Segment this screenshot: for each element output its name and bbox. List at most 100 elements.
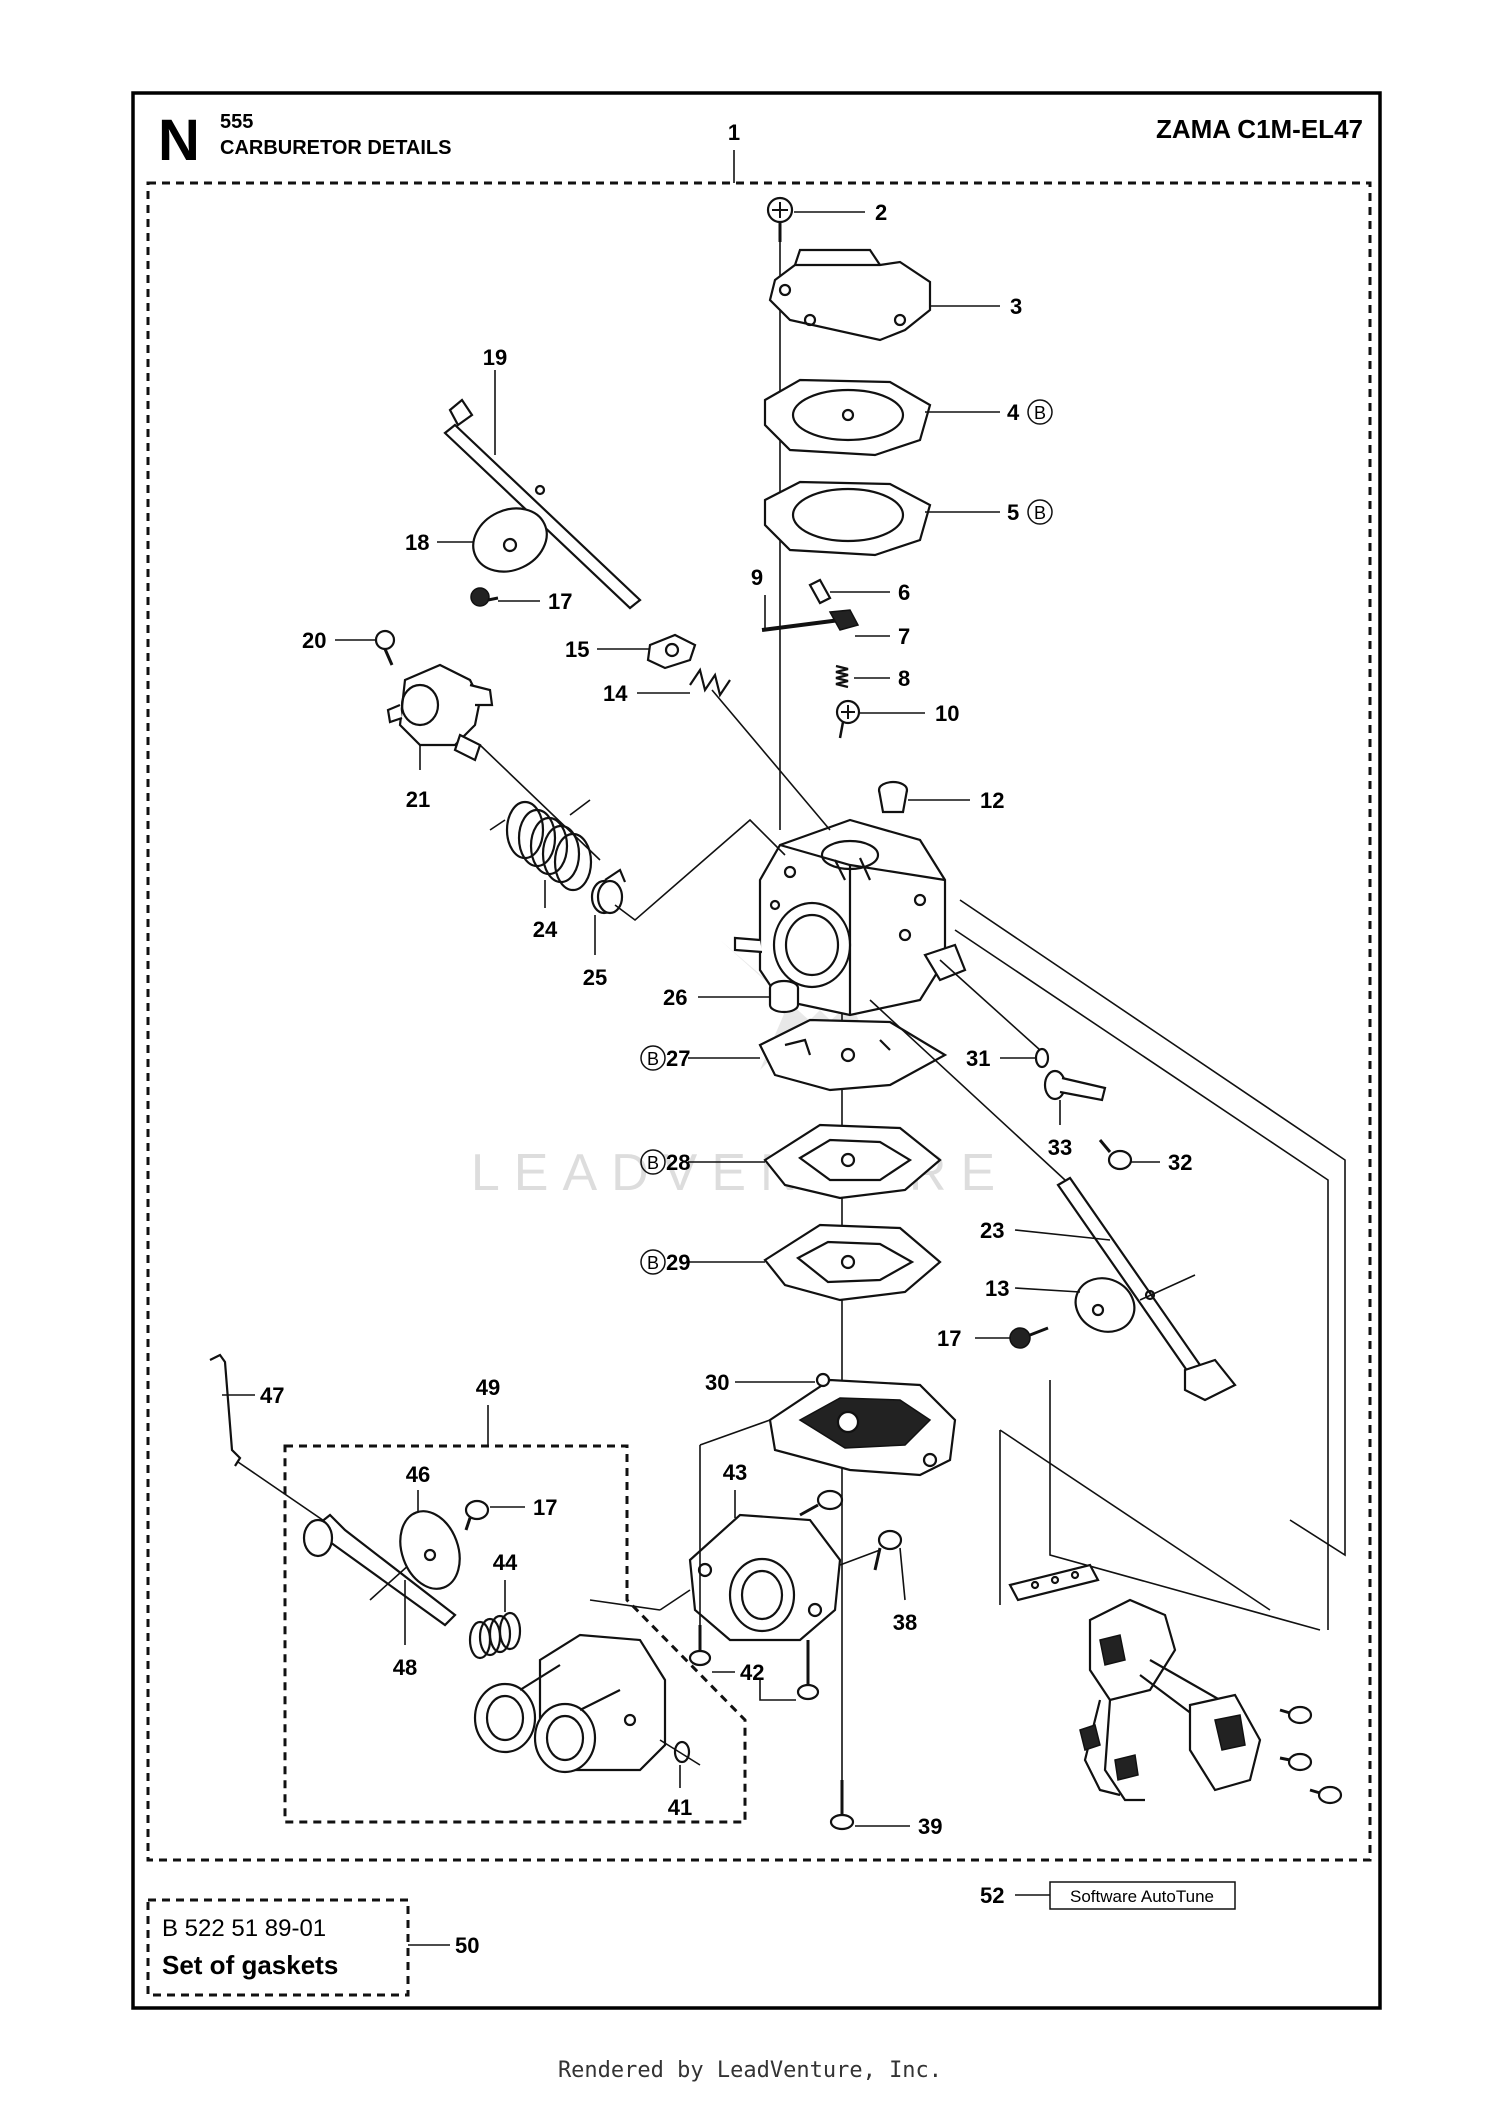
carburetor-body: [733, 818, 967, 1017]
screw-38: [873, 1529, 903, 1571]
wiring-harness: [999, 1429, 1343, 1805]
callout-29: 29: [666, 1250, 690, 1275]
subassembly-49-boundary: [283, 1444, 747, 1824]
callout-30: 30: [705, 1370, 729, 1395]
callout-24: 24: [533, 917, 558, 942]
callout-33: 33: [1048, 1135, 1072, 1160]
screw-10: [835, 699, 861, 739]
link-rod-47: [209, 1353, 242, 1467]
callout-25: 25: [583, 965, 607, 990]
callout-7: 7: [898, 624, 910, 649]
spring-44: [468, 1611, 522, 1660]
callout-48: 48: [393, 1655, 417, 1680]
callout-49: 49: [476, 1375, 500, 1400]
callout-23: 23: [980, 1218, 1004, 1243]
callout-39: 39: [918, 1814, 942, 1839]
pump-plate-30: [768, 1372, 957, 1477]
callout-20: 20: [302, 628, 326, 653]
shaft-19: [443, 398, 642, 610]
callout-10: 10: [935, 701, 959, 726]
callout-8: 8: [898, 666, 910, 691]
shaft-33: [1043, 1069, 1107, 1102]
callout-12: 12: [980, 788, 1004, 813]
callout-3: 3: [1010, 294, 1022, 319]
gasket-kit-name: Set of gaskets: [162, 1950, 338, 1980]
callout-1: 1: [728, 120, 740, 145]
callout-32: 32: [1168, 1150, 1192, 1175]
callout-17-lower: 17: [533, 1495, 557, 1520]
clip-41: [659, 1739, 701, 1766]
callout-28: 28: [666, 1150, 690, 1175]
callout-46: 46: [406, 1462, 430, 1487]
callout-6: 6: [898, 580, 910, 605]
screw-17-right: [1009, 1326, 1049, 1349]
choke-plate-18: [472, 507, 548, 573]
pin-9: [761, 618, 841, 632]
callout-44: 44: [493, 1550, 518, 1575]
svg-text:B: B: [1034, 503, 1046, 523]
section-title: CARBURETOR DETAILS: [220, 137, 451, 159]
callout-17-right: 17: [937, 1326, 961, 1351]
bushing-25: [590, 868, 627, 915]
throttle-housing: [473, 1633, 667, 1774]
plate-46: [399, 1510, 461, 1590]
callout-19: 19: [483, 345, 507, 370]
screw-20: [374, 629, 396, 666]
clip-31: [1034, 1047, 1050, 1069]
svg-text:B: B: [647, 1153, 659, 1173]
callout-18: 18: [405, 530, 429, 555]
callout-27: 27: [666, 1046, 690, 1071]
callout-52: 52: [980, 1883, 1004, 1908]
needle-valve-6: [808, 578, 832, 605]
screw-2: [766, 196, 794, 242]
svg-text:B: B: [647, 1049, 659, 1069]
callout-17-upper: 17: [548, 589, 572, 614]
section-letter: N: [158, 108, 200, 173]
shaft-48: [302, 1513, 457, 1627]
shaft-23: [1056, 1176, 1237, 1402]
assembly-boundary: [146, 181, 1372, 1862]
screw-17-upper: [470, 587, 499, 607]
callout-31: 31: [966, 1046, 990, 1071]
callout-14: 14: [603, 681, 628, 706]
lever-7: [828, 609, 860, 631]
spring-24: [489, 799, 593, 892]
software-label-box: [1049, 1881, 1236, 1910]
gasket-28: [763, 1123, 942, 1200]
diaphragm-4: [763, 378, 932, 457]
section-number: 555: [220, 111, 253, 133]
gasket-kit-box: [146, 1898, 410, 1997]
callout-42: 42: [740, 1660, 764, 1685]
intake-adapter-43: [688, 1419, 881, 1650]
callout-21: 21: [406, 787, 430, 812]
kit-marker-29: [640, 1249, 666, 1275]
software-label: Software AutoTune: [1070, 1887, 1214, 1906]
callout-50: 50: [455, 1933, 479, 1958]
model-title: ZAMA C1M-EL47: [1156, 114, 1363, 144]
callout-4: 4: [1007, 400, 1020, 425]
gasket-27: [758, 1018, 948, 1092]
kit-marker-4: [1027, 399, 1053, 425]
gasket-5: [763, 480, 932, 557]
kit-marker-5: [1027, 499, 1053, 525]
callout-15: 15: [565, 637, 589, 662]
callout-9: 9: [751, 565, 763, 590]
cap-26: [768, 979, 800, 1014]
outer-frame: [131, 91, 1382, 2010]
callout-5: 5: [1007, 500, 1019, 525]
callout-2: 2: [875, 200, 887, 225]
svg-text:B: B: [1034, 403, 1046, 423]
callout-13: 13: [985, 1276, 1009, 1301]
plug-12: [877, 780, 909, 814]
screw-43-top: [799, 1489, 844, 1517]
lever-15: [646, 633, 697, 670]
screw-39: [829, 1780, 855, 1831]
spring-14: [689, 667, 731, 698]
callout-41: 41: [668, 1795, 692, 1820]
pump-cover-3: [768, 248, 932, 342]
svg-text:B: B: [647, 1253, 659, 1273]
actuator-21: [386, 663, 494, 770]
screw-17-lower: [464, 1499, 490, 1531]
gasket-29: [763, 1223, 942, 1302]
